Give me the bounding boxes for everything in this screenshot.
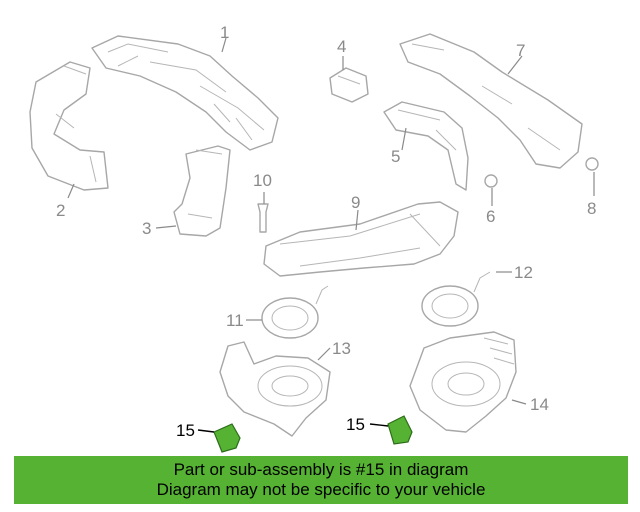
callout-15-left[interactable]: 15 <box>176 421 195 440</box>
part-10-screw <box>257 203 269 233</box>
callout-5: 5 <box>391 147 400 166</box>
callout-1: 1 <box>220 23 229 42</box>
part-9-duct-assembly <box>263 201 459 277</box>
callout-7: 7 <box>516 41 525 60</box>
callout-12: 12 <box>514 263 533 282</box>
callout-6: 6 <box>486 207 495 226</box>
callout-13: 13 <box>332 339 351 358</box>
callout-3: 3 <box>142 219 151 238</box>
callout-9: 9 <box>351 193 360 212</box>
info-banner: Part or sub-assembly is #15 in diagram D… <box>14 456 628 504</box>
callout-11: 11 <box>226 311 244 330</box>
banner-line-2: Diagram may not be specific to your vehi… <box>156 480 486 499</box>
part-14-blower-housing <box>409 331 517 433</box>
part-5-vent <box>383 101 469 191</box>
part-13-blower-housing <box>219 341 331 437</box>
callout-15-right[interactable]: 15 <box>346 415 365 434</box>
part-4-connector <box>329 67 369 103</box>
callout-4: 4 <box>337 37 346 56</box>
banner-line-1: Part or sub-assembly is #15 in diagram <box>173 460 469 479</box>
callout-2: 2 <box>56 201 65 220</box>
part-2-left-duct <box>29 61 109 191</box>
callout-8: 8 <box>587 199 596 218</box>
part-15-highlight-right[interactable] <box>387 415 413 445</box>
part-15-highlight-left[interactable] <box>213 423 241 453</box>
part-11-blower-motor <box>261 285 329 339</box>
part-7-right-duct <box>399 33 583 169</box>
part-6-clip <box>484 174 498 188</box>
part-12-blower-motor <box>421 271 491 327</box>
callout-14: 14 <box>530 395 549 414</box>
leader-lines <box>67 37 595 433</box>
callouts: 1 2 3 4 5 6 7 8 9 10 11 12 13 14 15 15 <box>56 23 596 440</box>
part-1-center-duct <box>91 35 279 151</box>
callout-10: 10 <box>253 171 272 190</box>
part-3-lower-duct <box>173 145 231 237</box>
part-8-clip <box>585 157 599 171</box>
